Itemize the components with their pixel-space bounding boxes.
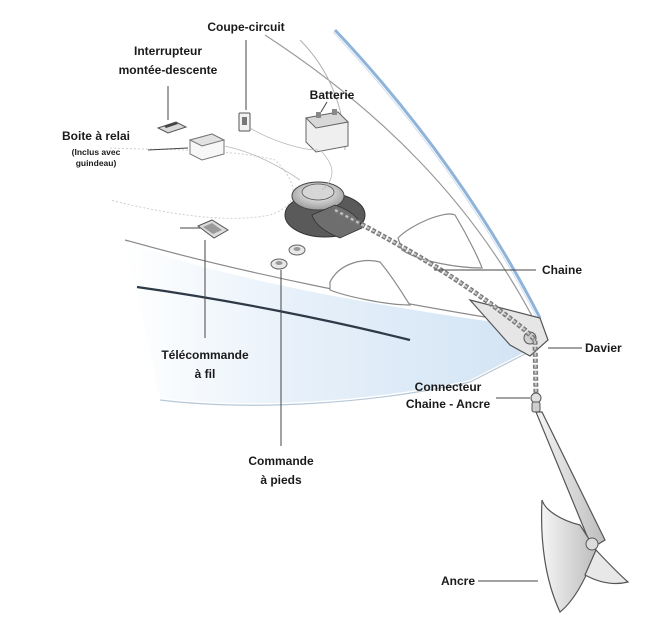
up-down-switch	[156, 121, 188, 134]
chain-anchor-connector	[530, 392, 542, 413]
label-coupe-circuit: Coupe-circuit	[207, 20, 285, 34]
bow-rail	[333, 28, 542, 319]
label-boite-note-line2: guindeau)	[75, 158, 117, 168]
foot-switches	[270, 244, 306, 270]
label-ancre: Ancre	[440, 574, 475, 588]
label-batterie: Batterie	[309, 88, 355, 102]
label-interrupteur-line1: Interrupteur	[133, 44, 202, 58]
deck-edge-upper	[264, 34, 533, 317]
label-connecteur-line1: Connecteur	[414, 380, 482, 394]
label-interrupteur-line2: montée-descente	[118, 63, 218, 77]
label-telecommande-line2: à fil	[194, 367, 216, 381]
relay-box	[188, 133, 226, 161]
label-davier: Davier	[585, 341, 622, 355]
wiring	[223, 127, 333, 191]
leader-lines	[147, 40, 582, 582]
hull-bottom-line	[159, 353, 526, 406]
label-connecteur-line2: Chaine - Ancre	[405, 397, 491, 411]
label-commande-line1: Commande	[248, 454, 314, 468]
label-commande-line2: à pieds	[260, 473, 302, 487]
locker-hatch-2	[329, 260, 412, 306]
hull-side	[125, 240, 525, 404]
locker-hatch-1	[397, 213, 483, 269]
bow-rail-inner	[332, 31, 539, 321]
label-chaine: Chaine	[542, 263, 583, 277]
label-telecommande-line1: Télécommande	[161, 348, 249, 362]
wired-remote	[197, 219, 229, 239]
circuit-breaker	[238, 112, 251, 132]
windlass	[284, 181, 366, 239]
anchor-chain-highlight	[334, 209, 537, 396]
label-boite-relai: Boite à relai	[61, 129, 131, 143]
battery	[304, 109, 350, 153]
anchor	[535, 411, 630, 613]
label-boite-note-line1: (Inclus avec	[71, 147, 121, 157]
deck-outline	[124, 239, 516, 323]
gunwale-stripe	[136, 285, 411, 342]
